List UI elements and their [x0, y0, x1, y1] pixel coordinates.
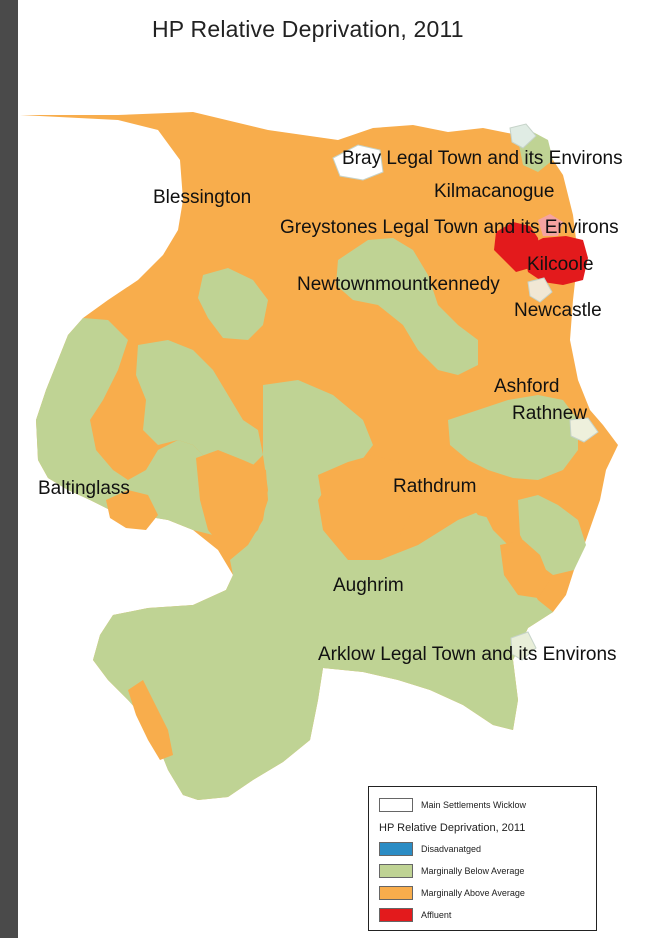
region-west: [36, 318, 223, 535]
region-south-central: [93, 380, 553, 800]
label-arklow: Arklow Legal Town and its Environs: [318, 644, 617, 665]
legend-row-disadvantaged: Disadvanatged: [379, 841, 481, 857]
county-map: [20, 112, 618, 800]
label-ashford: Ashford: [494, 376, 560, 397]
label-rathnew: Rathnew: [512, 403, 587, 424]
legend-label-below-average: Marginally Below Average: [421, 866, 525, 876]
label-newcastle: Newcastle: [514, 300, 602, 321]
region-west-central: [136, 340, 263, 470]
legend-swatch-below-average: [379, 864, 413, 878]
region-kilcoole: [523, 236, 588, 285]
region-centre-north: [336, 238, 478, 375]
legend-row-below-average: Marginally Below Average: [379, 863, 524, 879]
settlement-newcastle: [527, 277, 553, 303]
legend-label-main-settlements: Main Settlements Wicklow: [421, 800, 527, 810]
legend-row-above-average: Marginally Above Average: [379, 885, 525, 901]
region-east-strip: [458, 470, 508, 520]
map-page: HP Relative Deprivation, 2011: [18, 0, 664, 938]
legend-swatch-disadvantaged: [379, 842, 413, 856]
region-north-west-small: [198, 268, 268, 340]
region-group-below-average: [36, 132, 586, 800]
legend-label-disadvantaged: Disadvanatged: [421, 844, 482, 854]
legend-swatch-main-settlements: [379, 798, 413, 812]
region-rathdrum: [318, 455, 413, 550]
legend-swatch-above-average: [379, 886, 413, 900]
label-rathdrum: Rathdrum: [393, 476, 477, 497]
label-newtownmountkennedy: Newtownmountkennedy: [297, 274, 500, 295]
settlement-bray: [332, 144, 384, 181]
label-baltinglass: Baltinglass: [38, 478, 130, 499]
region-east-middle: [448, 395, 578, 480]
legend-label-affluent: Affluent: [421, 910, 452, 920]
legend-row-affluent: Affluent: [379, 907, 451, 923]
label-kilcoole: Kilcoole: [527, 254, 594, 275]
region-greystones-light: [538, 214, 563, 236]
settlement-rathnew: [569, 417, 599, 443]
region-group-above-average-patches: [106, 450, 550, 760]
region-far-south-west: [128, 680, 173, 760]
legend-title: HP Relative Deprivation, 2011: [379, 822, 526, 834]
label-greystones: Greystones Legal Town and its Environs: [280, 217, 619, 238]
label-blessington: Blessington: [153, 187, 252, 208]
region-group-main-settlements: [332, 123, 599, 661]
map-title: HP Relative Deprivation, 2011: [152, 16, 464, 42]
map-legend: Main Settlements Wicklow HP Relative Dep…: [368, 786, 597, 931]
settlement-bray-coast: [509, 123, 537, 149]
label-bray: Bray Legal Town and its Environs: [342, 148, 623, 169]
label-aughrim: Aughrim: [333, 575, 404, 596]
legend-swatch-affluent: [379, 908, 413, 922]
region-west-coast-patch: [106, 490, 158, 530]
legend-label-above-average: Marginally Above Average: [421, 888, 525, 898]
legend-row-main-settlements: Main Settlements Wicklow: [379, 797, 526, 813]
settlement-arklow: [510, 631, 537, 661]
region-group-affluent: [494, 214, 588, 285]
region-south-west-patch: [196, 450, 268, 548]
label-kilmacanogue: Kilmacanogue: [434, 181, 555, 202]
region-south-east-patch: [500, 540, 550, 598]
